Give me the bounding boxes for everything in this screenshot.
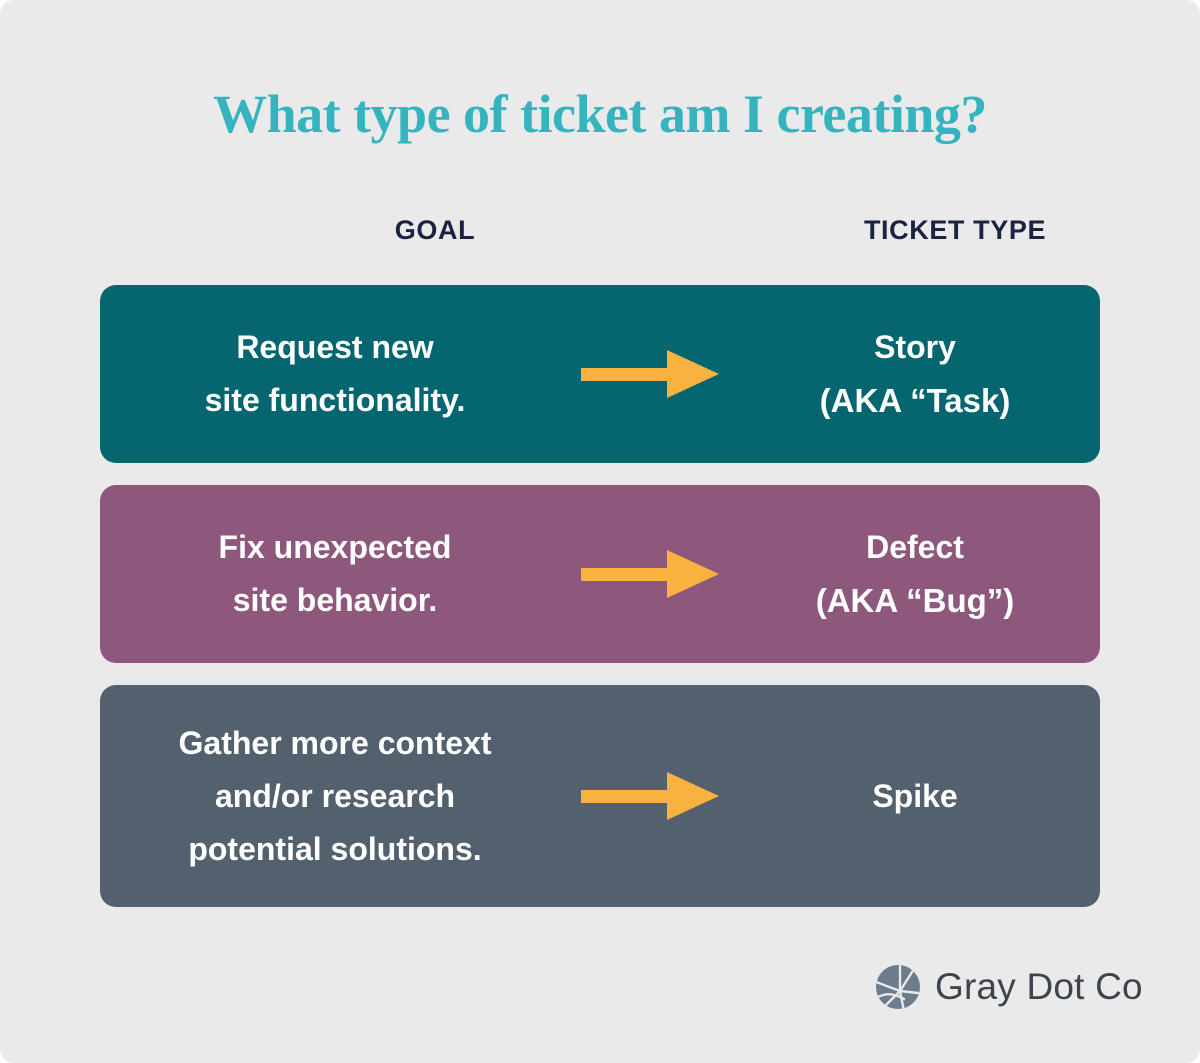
row-ticket-type-cell: Story (AKA “Task) (730, 321, 1100, 427)
ticket-type-line: (AKA “Bug”) (815, 582, 1015, 619)
goal-line: site functionality. (204, 382, 466, 418)
arrow-cell (570, 346, 730, 402)
ticket-type-rows: Request new site functionality. Story (A… (100, 285, 1100, 907)
arrow-right-icon (581, 768, 719, 824)
page-title: What type of ticket am I creating? (213, 84, 987, 144)
arrow-cell (570, 546, 730, 602)
goal-line: Fix unexpected (218, 529, 452, 565)
ticket-type-line: Defect (866, 529, 964, 565)
goal-line: potential solutions. (188, 830, 482, 867)
goal-line: Gather more context (178, 724, 492, 761)
brand-logo-text: Gray Dot Co (935, 966, 1143, 1007)
column-header-ticket-type: TICKET TYPE (863, 215, 1047, 245)
arrow-cell (570, 768, 730, 824)
row-ticket-type-cell: Spike (730, 770, 1100, 823)
ticket-type-line: Story (874, 329, 956, 365)
arrow-right-icon (581, 346, 719, 402)
arrow-right-icon (581, 546, 719, 602)
ticket-type-line: (AKA “Task) (819, 382, 1011, 419)
table-row: Fix unexpected site behavior. Defect (AK… (100, 485, 1100, 663)
gray-dot-circle-logo-icon (874, 963, 922, 1011)
row-goal-cell: Request new site functionality. (100, 321, 570, 427)
row-goal-cell: Gather more context and/or research pote… (100, 717, 570, 876)
row-ticket-type-cell: Defect (AKA “Bug”) (730, 521, 1100, 627)
table-row: Gather more context and/or research pote… (100, 685, 1100, 907)
ticket-type-line: Spike (872, 777, 958, 814)
column-header-goal: GOAL (394, 215, 476, 245)
table-row: Request new site functionality. Story (A… (100, 285, 1100, 463)
goal-line: Request new (236, 329, 434, 365)
row-goal-cell: Fix unexpected site behavior. (100, 521, 570, 627)
goal-line: site behavior. (232, 582, 438, 618)
brand-logo: Gray Dot Co (874, 963, 1143, 1011)
goal-line: and/or research (214, 777, 456, 814)
column-headers: GOAL TICKET TYPE (100, 213, 1100, 249)
